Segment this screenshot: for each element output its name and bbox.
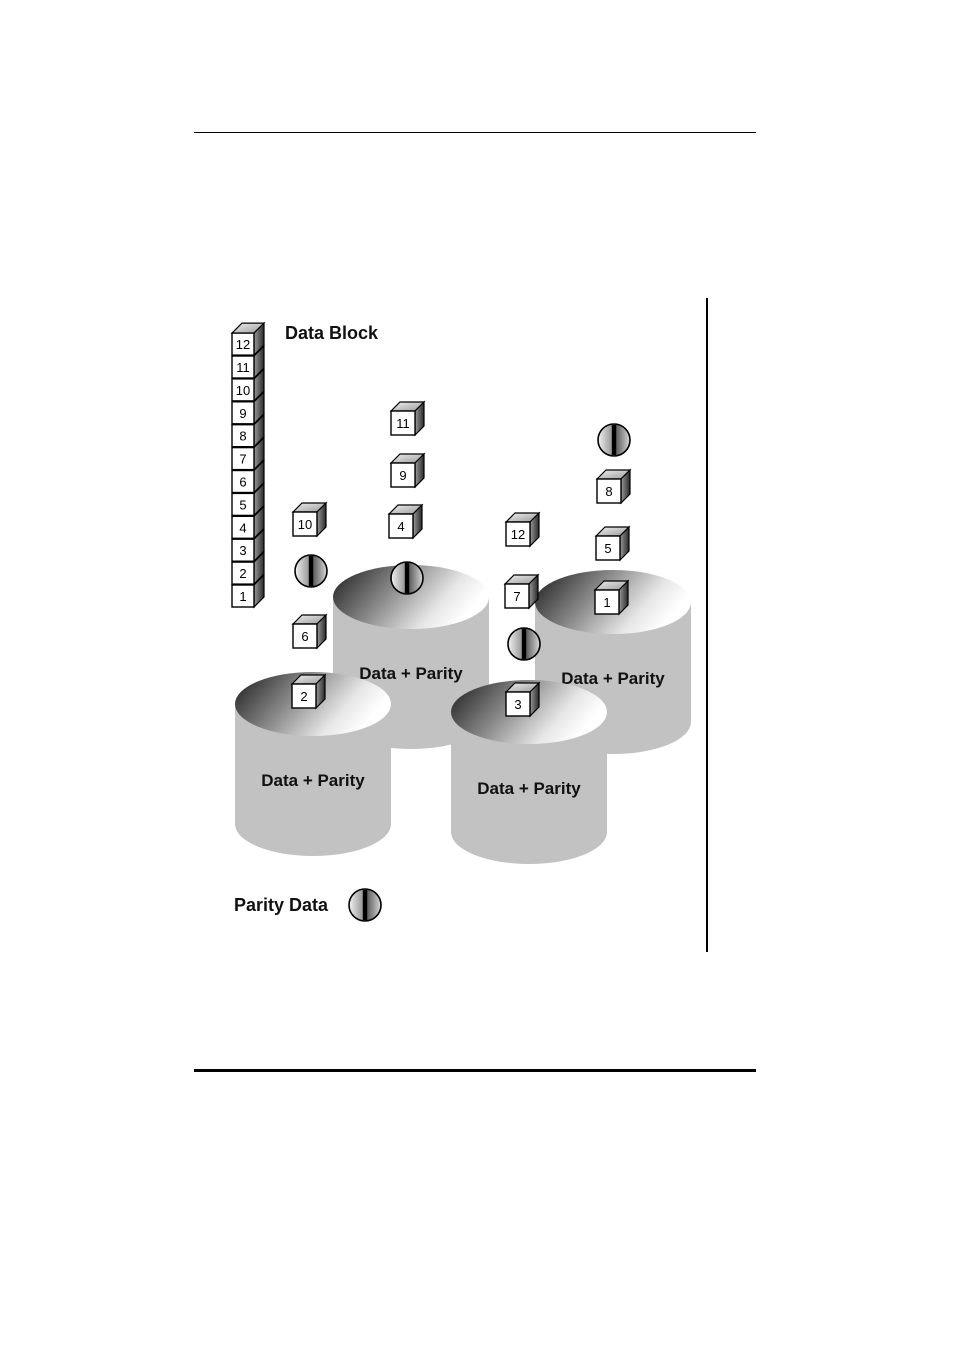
block-number: 7 (239, 452, 246, 467)
block-number: 11 (396, 416, 410, 431)
block-number: 7 (513, 589, 520, 604)
block-number: 5 (239, 497, 246, 512)
stack-block-1: 1 (231, 573, 265, 609)
block-number: 1 (603, 595, 610, 610)
parity-data-label: Parity Data (234, 895, 329, 915)
stack-block-10: 10 (231, 367, 265, 403)
block-number: 12 (236, 337, 250, 352)
top-rule (194, 132, 756, 133)
block-number: 3 (514, 697, 521, 712)
bottom-rule (194, 1069, 756, 1072)
parity-coin-icon (507, 627, 541, 661)
stack-block-3: 3 (231, 527, 265, 563)
block-number: 6 (239, 475, 246, 490)
block-number: 12 (511, 527, 525, 542)
stack-block-9: 9 (231, 390, 265, 426)
block-number: 10 (298, 517, 312, 532)
stack-block-11: 11 (231, 344, 265, 380)
parity-legend-icon (348, 888, 382, 922)
disk1-block-2: 2 (290, 673, 327, 710)
parity-coin-icon (294, 554, 328, 588)
disk3-block-3: 3 (504, 681, 541, 718)
block-number: 8 (605, 484, 612, 499)
disk2-block-9: 9 (389, 452, 426, 489)
block-number: 4 (397, 519, 404, 534)
parity-coin-icon (597, 423, 631, 457)
disk-label: Data + Parity (359, 664, 463, 683)
disk-label: Data + Parity (261, 771, 365, 790)
stack-block-2: 2 (231, 550, 265, 586)
disk-label: Data + Parity (561, 669, 665, 688)
disk-label: Data + Parity (477, 779, 581, 798)
block-number: 1 (239, 589, 246, 604)
disk4-block-5: 5 (594, 525, 631, 562)
block-number: 9 (239, 406, 246, 421)
block-number: 4 (239, 520, 246, 535)
disk3-block-7: 7 (503, 573, 540, 610)
parity-coin-icon (390, 561, 424, 595)
block-number: 8 (239, 429, 246, 444)
stack-block-4: 4 (231, 504, 265, 540)
data-block-label: Data Block (285, 323, 379, 343)
stack-block-8: 8 (231, 413, 265, 449)
block-number: 2 (300, 689, 307, 704)
disk2-block-4: 4 (387, 503, 424, 540)
stack-block-7: 7 (231, 436, 265, 472)
disk1-block-10: 10 (291, 501, 328, 538)
disk4-block-8: 8 (595, 468, 632, 505)
disk3-block-12: 12 (504, 511, 541, 548)
disk4-block-1: 1 (593, 579, 630, 616)
block-number: 6 (301, 629, 308, 644)
block-number: 9 (399, 468, 406, 483)
stack-block-12: 12 (230, 321, 266, 357)
block-number: 2 (239, 566, 246, 581)
disk2-block-11: 11 (389, 400, 426, 437)
block-number: 3 (239, 543, 246, 558)
disk1-block-6: 6 (291, 613, 328, 650)
stack-block-6: 6 (231, 459, 265, 494)
stack-block-5: 5 (231, 481, 265, 517)
block-number: 5 (604, 541, 611, 556)
block-number: 11 (236, 360, 250, 375)
parity-coin-icon (348, 888, 382, 922)
block-number: 10 (236, 383, 250, 398)
